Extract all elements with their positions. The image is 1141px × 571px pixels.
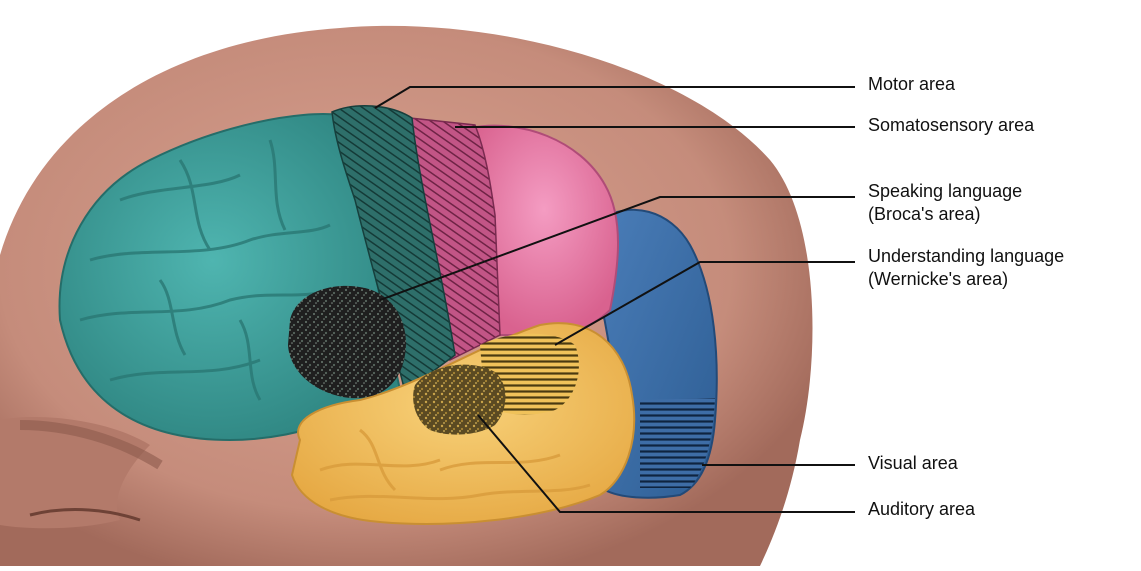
label-broca-line1: Speaking language [868,180,1022,203]
label-visual-text: Visual area [868,452,958,475]
label-somatosensory-text: Somatosensory area [868,114,1034,137]
label-auditory-area: Auditory area [868,498,975,521]
auditory-area [413,365,505,435]
label-broca-area: Speaking language (Broca's area) [868,180,1022,226]
label-motor-area: Motor area [868,73,955,96]
label-visual-area: Visual area [868,452,958,475]
label-wernicke-line1: Understanding language [868,245,1064,268]
label-wernicke-area: Understanding language (Wernicke's area) [868,245,1064,291]
label-auditory-text: Auditory area [868,498,975,521]
label-wernicke-line2: (Wernicke's area) [868,268,1064,291]
label-somatosensory-area: Somatosensory area [868,114,1034,137]
label-motor-text: Motor area [868,73,955,96]
label-broca-line2: (Broca's area) [868,203,1022,226]
